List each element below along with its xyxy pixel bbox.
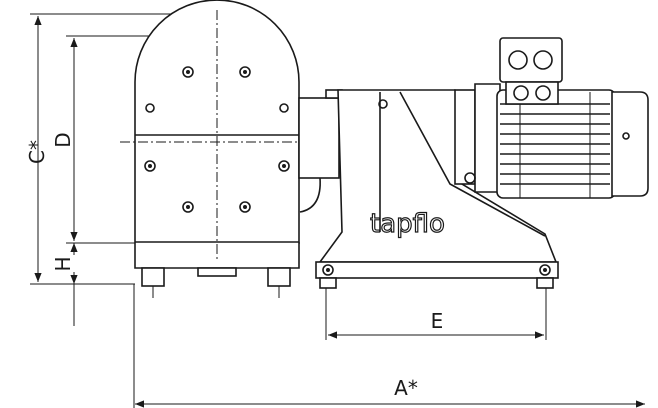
dimension-h: H [51, 243, 78, 326]
dimension-e: E [325, 288, 547, 340]
coupling-housing [298, 89, 343, 213]
motor-cooling-fins [500, 92, 610, 198]
motor-terminal-box [499, 37, 563, 105]
dimension-h-label: H [51, 256, 75, 271]
pump-head [120, 0, 310, 298]
pump-head-bolts [144, 66, 290, 213]
dimension-c-label: C* [25, 140, 49, 164]
dimension-e-label: E [431, 309, 444, 333]
brand-logo-text: tapflo [370, 209, 445, 239]
dimension-c: C* [25, 13, 185, 285]
electric-motor [496, 37, 649, 199]
gearbox-flange [454, 83, 501, 193]
stand-feet [319, 264, 554, 289]
dimension-d-label: D [51, 132, 75, 147]
dimension-a-label: A* [394, 376, 418, 400]
support-stand: tapflo [315, 89, 559, 289]
pump-head-feet [141, 267, 291, 298]
dimension-a: A* [133, 284, 645, 408]
